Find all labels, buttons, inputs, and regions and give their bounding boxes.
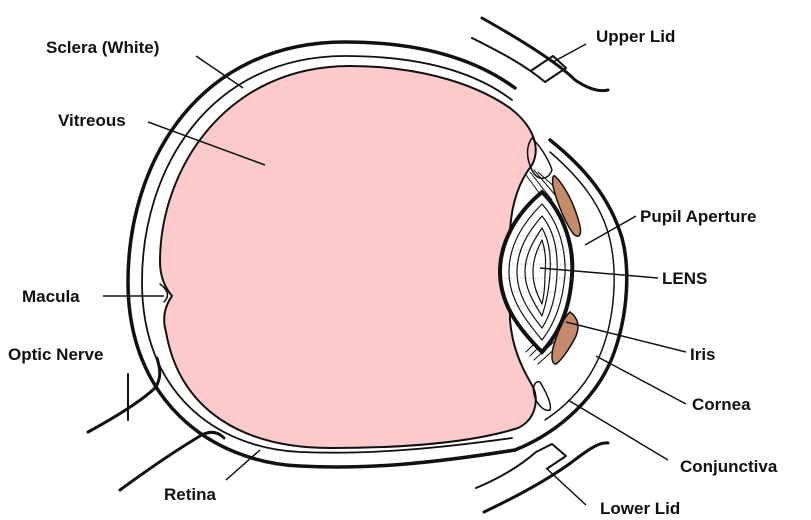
lower-lid-leader: [546, 468, 586, 505]
label-lens: LENS: [662, 269, 707, 288]
vitreous-body: [160, 66, 536, 448]
label-vitreous: Vitreous: [58, 111, 126, 130]
label-sclera: Sclera (White): [46, 38, 159, 57]
upper-lid-leader: [553, 44, 586, 62]
label-conjunctiva: Conjunctiva: [680, 457, 778, 476]
label-pupil-aperture: Pupil Aperture: [640, 207, 757, 226]
upper-eyelid: [472, 18, 608, 91]
label-optic-nerve: Optic Nerve: [8, 345, 103, 364]
label-retina: Retina: [164, 485, 217, 504]
sclera-leader: [196, 56, 243, 88]
label-cornea: Cornea: [692, 395, 751, 414]
cornea-leader: [596, 356, 686, 404]
label-macula: Macula: [22, 287, 80, 306]
label-lower-lid: Lower Lid: [600, 499, 680, 518]
iris-leader: [566, 322, 686, 352]
label-upper-lid: Upper Lid: [596, 27, 675, 46]
conjunctiva-leader: [568, 400, 668, 460]
label-iris: Iris: [690, 345, 716, 364]
